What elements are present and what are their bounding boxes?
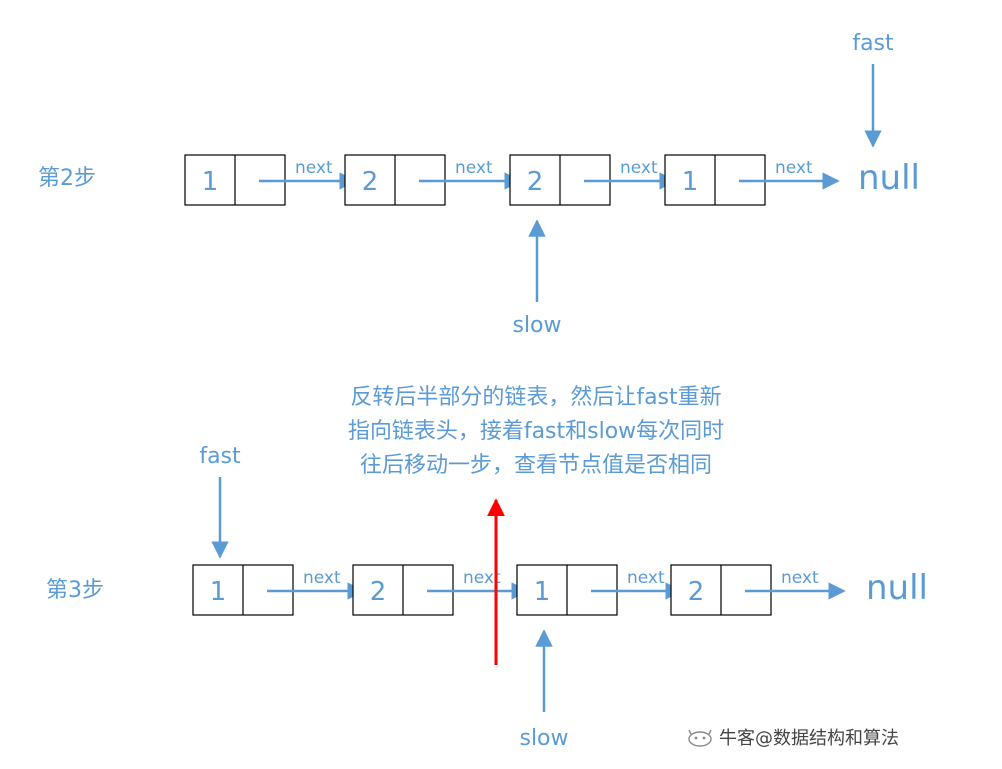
next-label: next — [295, 158, 333, 178]
step-3-label: 第3步 — [46, 578, 104, 603]
node-value: 2 — [527, 167, 544, 197]
null-terminal: null — [858, 158, 920, 198]
node-value: 1 — [202, 167, 219, 197]
fast-pointer-label: fast — [852, 31, 894, 56]
annotation-line: 指向链表头，接着fast和slow每次同时 — [347, 419, 725, 444]
next-label: next — [463, 568, 501, 588]
niuke-logo-icon — [688, 729, 712, 747]
annotation-line: 反转后半部分的链表，然后让fast重新 — [350, 385, 722, 410]
next-label: next — [781, 568, 819, 588]
null-terminal: null — [866, 568, 928, 608]
step-2-label: 第2步 — [38, 166, 96, 191]
watermark-text: 牛客@数据结构和算法 — [719, 728, 899, 749]
node-value: 1 — [534, 577, 551, 607]
annotation-line: 往后移动一步，查看节点值是否相同 — [359, 453, 712, 478]
next-label: next — [775, 158, 813, 178]
node-value: 1 — [682, 167, 699, 197]
next-label: next — [627, 568, 665, 588]
next-label: next — [620, 158, 658, 178]
node-value: 2 — [370, 577, 387, 607]
slow-pointer-label: slow — [519, 726, 568, 751]
next-label: next — [303, 568, 341, 588]
slow-pointer-label: slow — [512, 313, 561, 338]
node-value: 1 — [210, 577, 227, 607]
fast-pointer-label: fast — [199, 444, 241, 469]
node-value: 2 — [362, 167, 379, 197]
node-value: 2 — [688, 577, 705, 607]
annotation-text: 反转后半部分的链表，然后让fast重新 指向链表头，接着fast和slow每次同… — [296, 381, 776, 483]
watermark: 牛客@数据结构和算法 — [687, 724, 899, 750]
next-label: next — [455, 158, 493, 178]
